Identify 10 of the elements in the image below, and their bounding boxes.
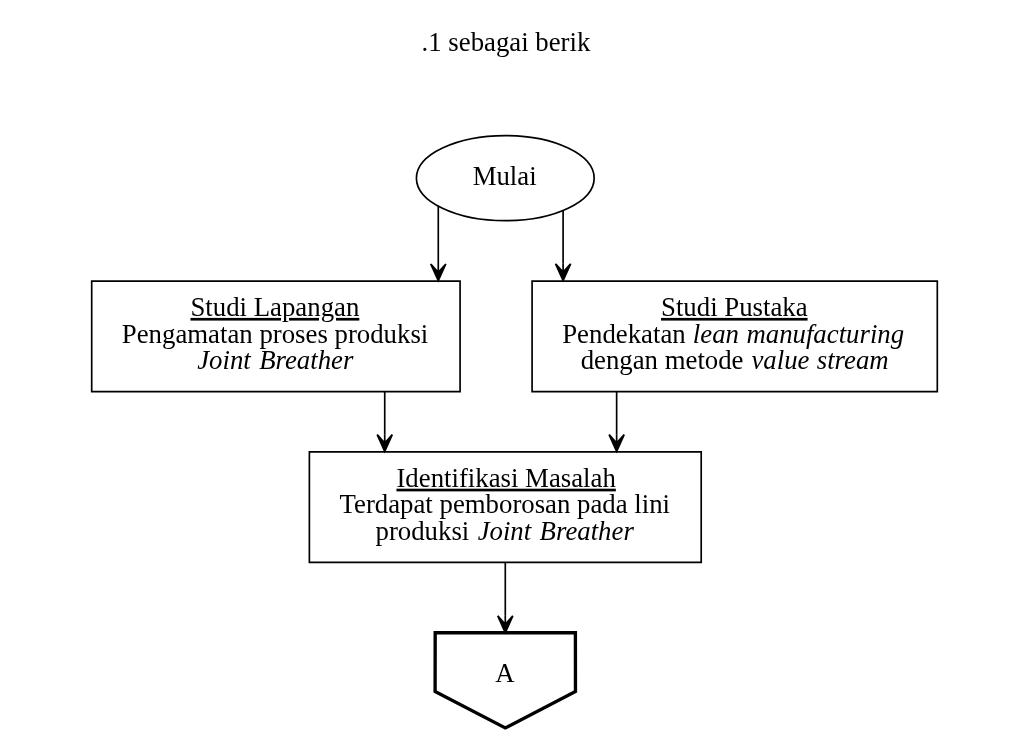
label: .1 sebagai berik [421,27,591,58]
arrow [376,390,394,453]
node-box: Identifikasi Masalah Terdapat pemborosan pada lini produksi Joint Breather [308,451,703,564]
arrow [554,210,572,282]
arrow [608,390,625,453]
node-box: Studi Pustaka Pendekatan lean manufacturing dengan metode value stream [531,280,939,393]
node-ellipse: Mulai [415,134,595,222]
arrow [496,561,514,634]
node-box: Studi Lapangan Pengamatan proses produksi Joint Breather [90,280,461,393]
arrow [429,205,447,282]
